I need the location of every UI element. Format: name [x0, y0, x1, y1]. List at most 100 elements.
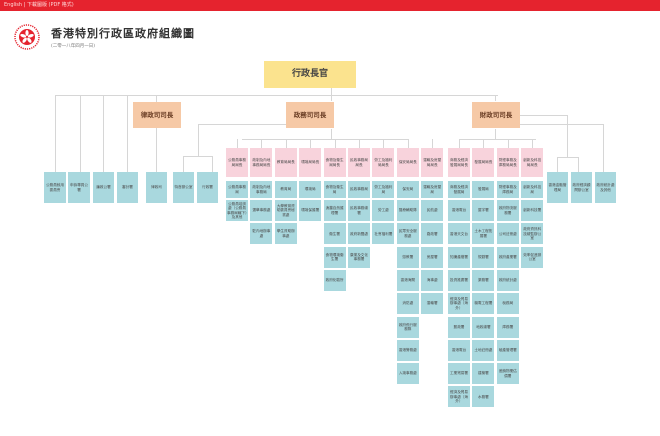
download-pdf-link[interactable]: 下載圖版 (PDF 格式) [26, 2, 74, 8]
connector [237, 139, 238, 148]
chief-secretary-box: 政務司司長 [286, 102, 334, 128]
department-box: 衞生署 [323, 223, 346, 245]
connector [183, 156, 184, 172]
bureau-box: 政制及內地事務局局長 [250, 148, 273, 177]
department-box: 政府資訊科技總監辦公室 [521, 223, 544, 245]
connector [55, 95, 498, 96]
department-box: 經濟及貿易辦事處（海外） [448, 293, 470, 315]
department-box: 差餉物業估價署 [496, 363, 519, 385]
department-box: 民眾安全服務處 [396, 223, 419, 245]
connector [432, 139, 434, 148]
department-box: 政府化驗所 [323, 269, 346, 291]
department-box: 稅務局 [496, 293, 519, 315]
connector [407, 139, 409, 148]
connector [127, 95, 128, 172]
chief-executive-box: 行政長官 [264, 61, 356, 88]
department-box: 漁農自然護理署 [323, 200, 346, 221]
department-box: 運輸署 [421, 293, 444, 315]
department-box: 機電工程署 [472, 293, 495, 315]
connector [198, 124, 286, 125]
connector [334, 139, 336, 148]
department-box: 醫療輔助隊 [396, 200, 419, 221]
connector [331, 95, 332, 101]
connector [80, 95, 81, 172]
department-box: 發展局 [472, 181, 495, 198]
connector [242, 139, 409, 140]
department-box: 庫務署 [496, 316, 519, 338]
connector [285, 139, 287, 148]
connector [578, 157, 579, 172]
department-box: 環境保護署 [299, 200, 322, 221]
administration-wing-box: 行政署 [197, 172, 218, 203]
department-box: 民政事務總署 [348, 200, 370, 221]
department-box: 效率促進辦公室 [521, 246, 544, 268]
department-box: 商務及經濟發展局 [448, 181, 470, 198]
department-box: 政府物流服務署 [496, 200, 519, 221]
bureau-box: 創新及科技局局長 [521, 148, 544, 177]
department-box: 政制及內地事務局 [250, 181, 273, 198]
bureau-box: 財經事務及庫務局局長 [496, 148, 519, 177]
connector [198, 124, 199, 156]
connector [331, 129, 332, 139]
english-link[interactable]: English [4, 2, 23, 8]
topbar-links: English | 下載圖版 (PDF 格式) [4, 1, 74, 8]
department-box: 運輸及房屋局 [421, 181, 444, 198]
separator: | [23, 2, 26, 8]
page-date: (二零一八年四月一日) [51, 44, 96, 49]
connector [459, 139, 536, 140]
department-box: 學生資助辦事處 [274, 223, 297, 245]
department-box: 路政署 [421, 223, 444, 245]
department-box: 渠務署 [472, 269, 495, 291]
independent-body-box: 審計署 [117, 172, 138, 203]
department-box: 社會福利署 [372, 223, 395, 245]
independent-body-box: 公務員敍用委員會 [44, 172, 66, 203]
connector [495, 129, 496, 139]
connector [557, 157, 579, 158]
secretary-for-justice-box: 律政司司長 [133, 102, 181, 128]
department-box: 投資推廣署 [448, 269, 470, 291]
department-box: 水務署 [472, 386, 495, 408]
department-box: 破產管理署 [496, 339, 519, 361]
department-box: 大學教育資助委員會秘書處 [274, 200, 297, 221]
top-bar: English | 下載圖版 (PDF 格式) [0, 0, 660, 11]
department-box: 房屋署 [421, 246, 444, 268]
fs-office-box: 政府統計處及其他 [595, 172, 616, 203]
connector [495, 95, 496, 101]
department-box: 政府新聞處 [348, 223, 370, 245]
department-box: 香港警務處 [396, 339, 419, 361]
independent-body-box: 廉政公署 [93, 172, 114, 203]
department-box: 勞工處 [372, 200, 395, 221]
connector [156, 95, 157, 172]
department-box: 香港電台 [448, 200, 470, 221]
department-box: 建築署 [472, 363, 495, 385]
department-box: 保安局 [396, 181, 419, 198]
department-box: 地政總署 [472, 316, 495, 338]
bureau-box: 公務員事務局局長 [226, 148, 248, 177]
connector [532, 139, 534, 148]
bureau-box: 民政事務局局長 [348, 148, 370, 177]
ce-office-box: 特首辦公室 [173, 172, 194, 203]
bureau-box: 勞工及福利局局長 [372, 148, 395, 177]
department-box: 懲教署 [396, 246, 419, 268]
connector [567, 115, 568, 157]
department-box: 政府統計處 [496, 269, 519, 291]
bureau-box: 運輸及房屋局局長 [421, 148, 444, 177]
department-box: 香港海關 [396, 269, 419, 291]
department-box: 創新及科技局 [521, 181, 544, 198]
department-box: 駐內地辦事處 [250, 223, 273, 245]
connector [183, 156, 213, 157]
department-box: 公務員培訓處（公務員事務局轄下）及其他 [226, 200, 248, 221]
department-box: 香港天文台 [448, 223, 470, 245]
department-box: 入境事務處 [396, 363, 419, 385]
independent-body-box: 申訴專員公署 [68, 172, 90, 203]
department-box: 食物及衞生局 [323, 181, 346, 198]
department-box: 環境局 [299, 181, 322, 198]
connector [383, 139, 385, 148]
department-box: 郵政署 [448, 316, 470, 338]
department-box: 政府飛行服務隊 [396, 316, 419, 338]
department-of-justice-box: 律政司 [146, 172, 167, 203]
department-box: 教育局 [274, 181, 297, 198]
department-box: 知識產權署 [448, 246, 470, 268]
department-box: 土木工程拓展署 [472, 223, 495, 245]
bureau-box: 發展局局長 [472, 148, 495, 177]
